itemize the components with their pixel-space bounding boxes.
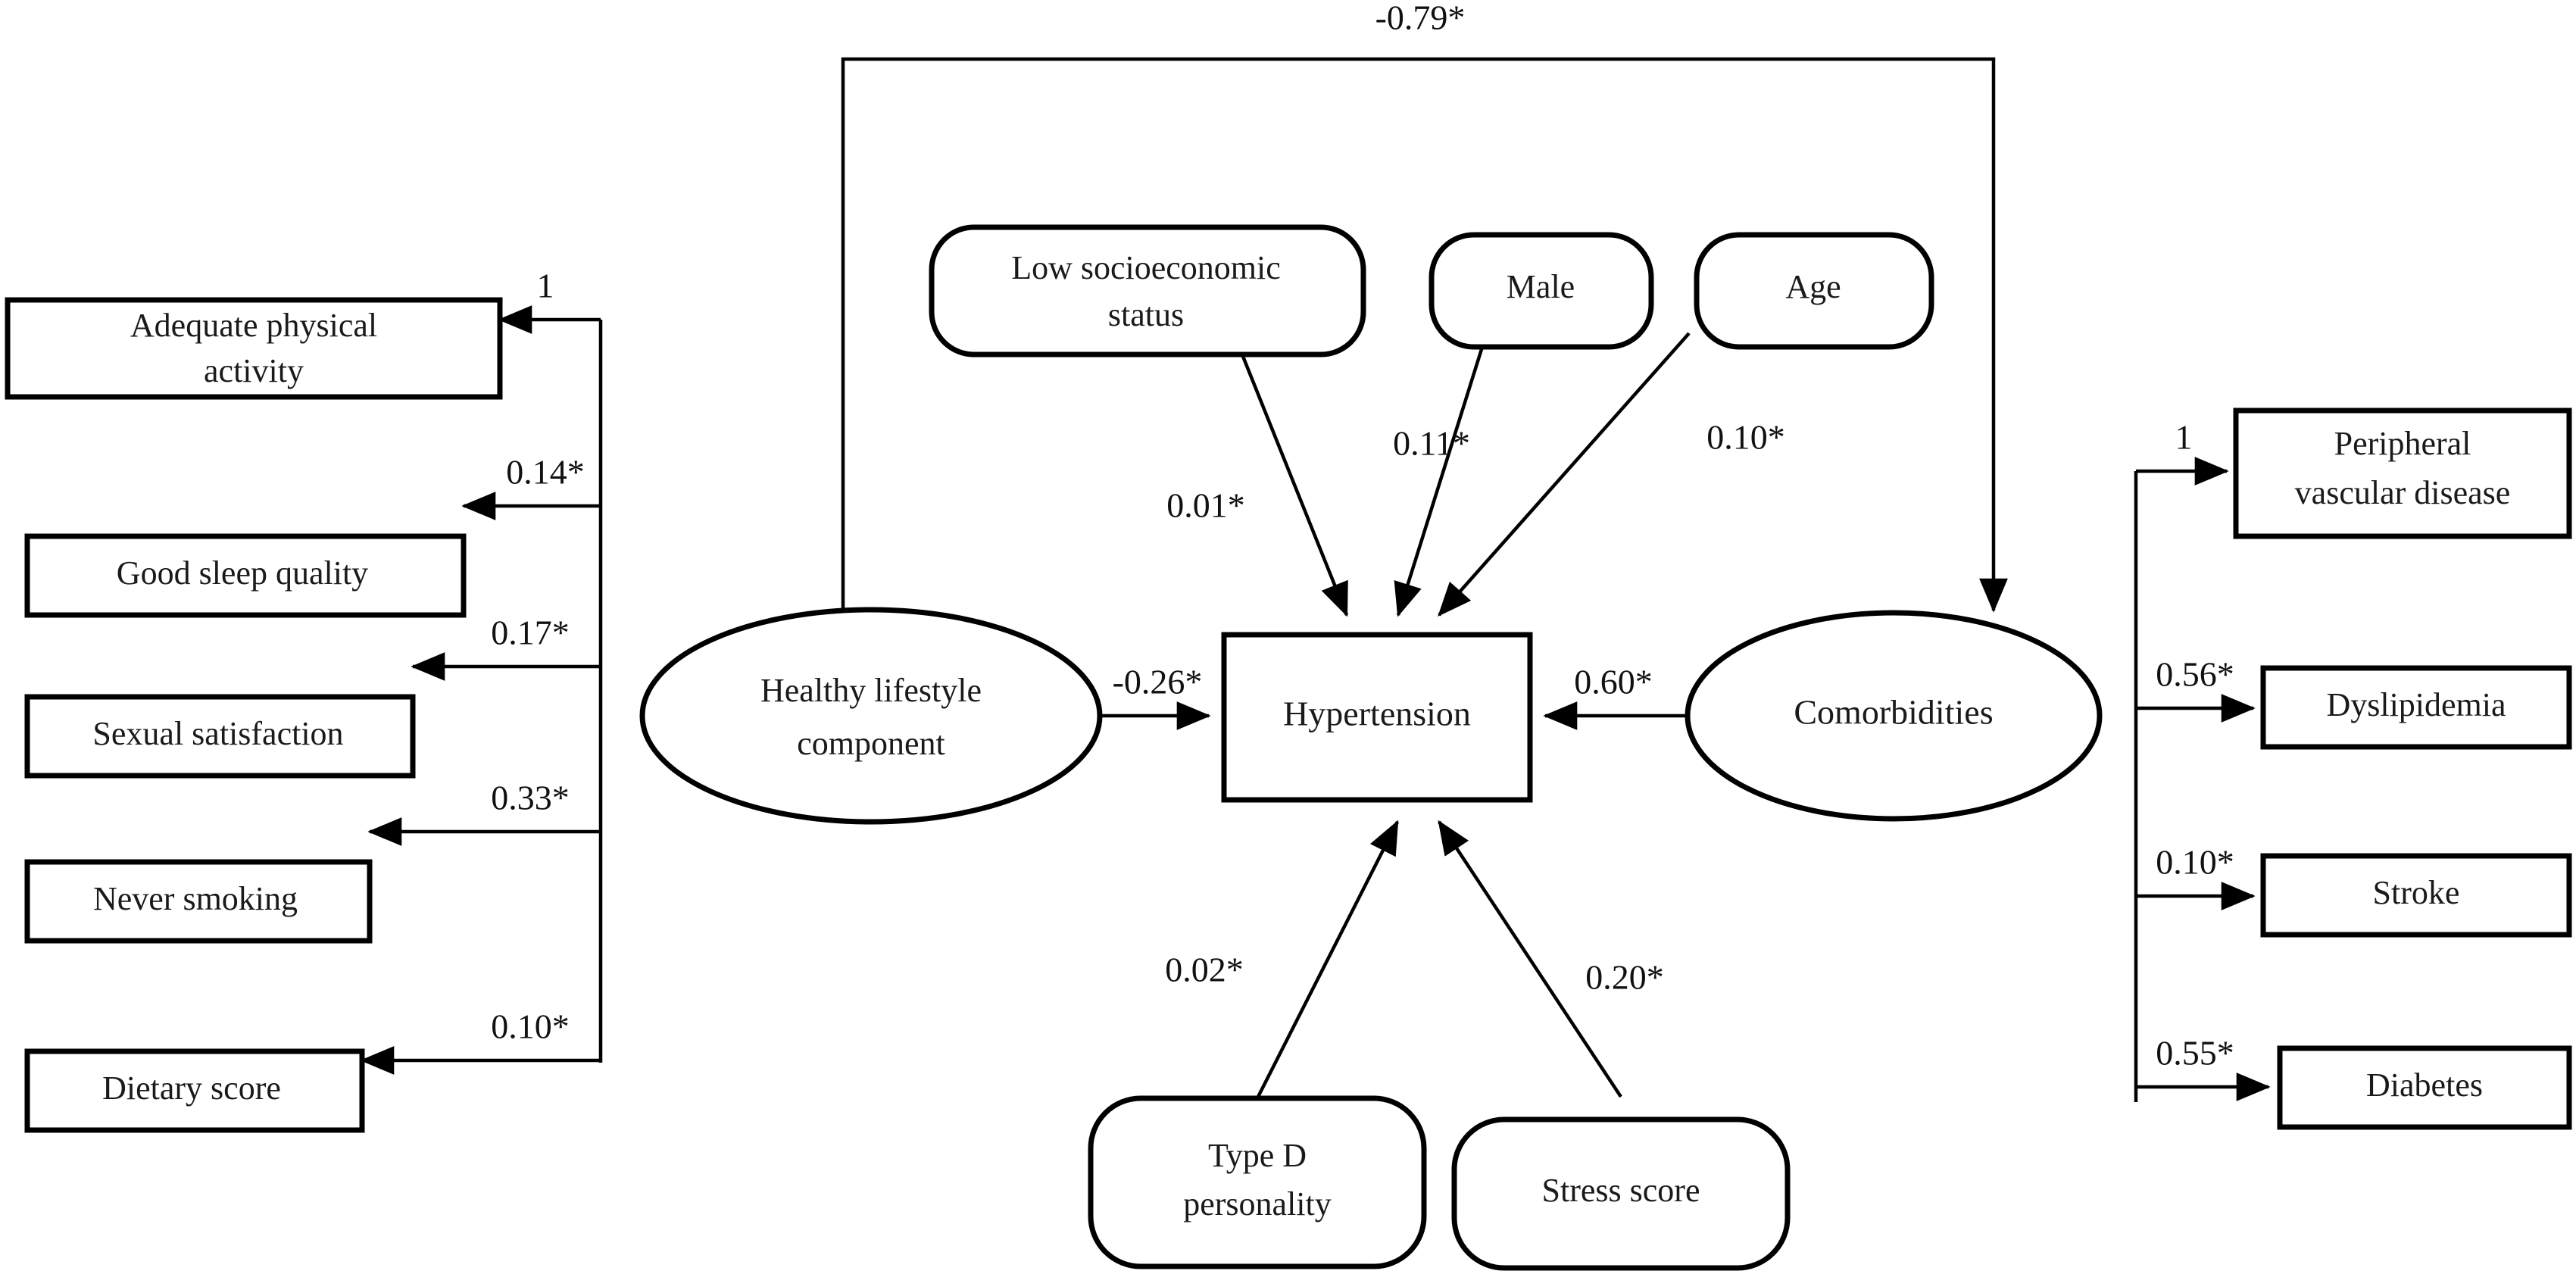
node-dyslipidemia[interactable] [2260, 665, 2572, 750]
node-low-socioeconomic-status[interactable] [929, 224, 1366, 358]
label-never-smoking: Never smoking [93, 880, 298, 917]
coef-lifestyle-to-sleep: 0.14* [506, 453, 585, 492]
label-type-d-personality-line1: Type D [1208, 1137, 1307, 1174]
node-comorbidities[interactable] [1685, 610, 2103, 822]
label-stroke: Stroke [2373, 874, 2460, 911]
edge-lifestyle-to-comorbidities [841, 57, 2008, 648]
node-stress-score[interactable] [1451, 1116, 1791, 1271]
node-type-d-personality[interactable] [1088, 1095, 1427, 1269]
coef-typed-to-hypertension: 0.02* [1165, 951, 1244, 989]
label-adequate-physical-activity-line2: activity [204, 352, 304, 389]
label-hypertension: Hypertension [1283, 695, 1471, 733]
node-male[interactable] [1429, 232, 1654, 350]
coef-lifestyle-to-hypertension: -0.26* [1113, 663, 1203, 701]
label-peripheral-vascular-disease-line2: vascular disease [2295, 474, 2511, 511]
edge-ses-to-hypertension [1240, 354, 1349, 617]
coef-lifestyle-to-activity: 1 [537, 267, 554, 305]
coef-comorbidities-to-stroke: 0.10* [2156, 843, 2234, 882]
coef-lifestyle-to-smoking: 0.33* [491, 779, 570, 817]
node-sexual-satisfaction[interactable] [24, 694, 416, 779]
label-type-d-personality-line2: personality [1183, 1185, 1332, 1222]
label-low-socioeconomic-status-line1: Low socioeconomic [1011, 249, 1281, 286]
coef-age-to-hypertension: 0.10* [1706, 418, 1785, 457]
label-good-sleep-quality: Good sleep quality [117, 554, 368, 592]
coef-lifestyle-to-comorbidities: -0.79* [1375, 0, 1466, 37]
label-peripheral-vascular-disease-line1: Peripheral [2334, 425, 2471, 462]
label-age: Age [1785, 268, 1841, 305]
label-male: Male [1507, 268, 1575, 305]
edge-stress-to-hypertension [1438, 820, 1622, 1098]
coef-lifestyle-to-sexual: 0.17* [491, 614, 570, 652]
node-good-sleep-quality[interactable] [24, 533, 467, 618]
node-healthy-lifestyle-component[interactable] [639, 607, 1103, 825]
coef-comorbidities-to-dyslipidemia: 0.56* [2156, 655, 2234, 694]
label-comorbidities: Comorbidities [1794, 693, 1993, 732]
label-stress-score: Stress score [1542, 1172, 1700, 1209]
label-dyslipidemia: Dyslipidemia [2326, 686, 2506, 723]
coef-comorbidities-to-pvd: 1 [2175, 418, 2193, 457]
node-dietary-score[interactable] [24, 1048, 365, 1133]
node-age[interactable] [1694, 232, 1934, 350]
label-adequate-physical-activity-line1: Adequate physical [130, 307, 377, 344]
edge-male-to-hypertension [1394, 334, 1488, 617]
edge-typed-to-hypertension [1255, 820, 1400, 1100]
node-hypertension[interactable] [1221, 632, 1533, 803]
label-healthy-lifestyle-line1: Healthy lifestyle [760, 672, 982, 709]
node-diabetes[interactable] [2277, 1045, 2572, 1130]
coef-comorbidities-to-hypertension: 0.60* [1574, 663, 1653, 701]
node-peripheral-vascular-disease[interactable] [2233, 407, 2572, 539]
label-healthy-lifestyle-line2: component [797, 725, 945, 762]
coef-male-to-hypertension: 0.11* [1393, 424, 1470, 463]
node-adequate-physical-activity[interactable] [5, 297, 503, 400]
coef-comorbidities-to-diabetes: 0.55* [2156, 1034, 2234, 1073]
label-diabetes: Diabetes [2366, 1066, 2483, 1104]
edge-age-to-hypertension [1438, 332, 1691, 617]
node-stroke[interactable] [2260, 853, 2572, 938]
coef-lifestyle-to-diet: 0.10* [491, 1007, 570, 1046]
coef-ses-to-hypertension: 0.01* [1166, 486, 1245, 525]
coef-stress-to-hypertension: 0.20* [1585, 958, 1664, 997]
node-never-smoking[interactable] [24, 859, 373, 944]
label-dietary-score: Dietary score [102, 1069, 281, 1107]
label-low-socioeconomic-status-line2: status [1108, 296, 1184, 333]
label-sexual-satisfaction: Sexual satisfaction [92, 715, 343, 752]
